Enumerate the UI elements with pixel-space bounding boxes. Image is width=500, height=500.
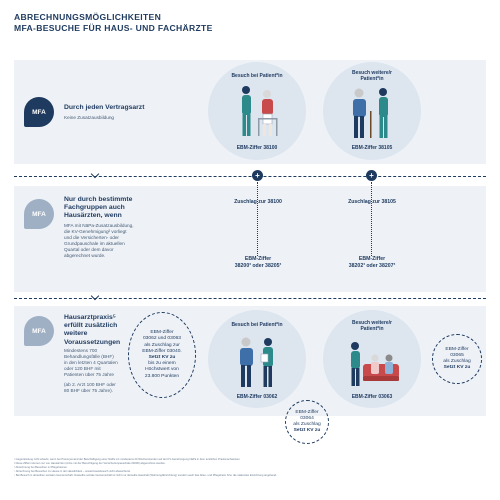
row-3-body-line: 80 BHF über 75 Jahre). xyxy=(64,388,113,393)
row-2-heading-line: Fachgruppen auch xyxy=(64,204,125,212)
row-3-body-line: Behandlungsfälle (BHF) xyxy=(64,354,114,359)
circle-besuch-weitere-patient-03063: Besuch weitere/r Patient*in EBM-Ziffer 0… xyxy=(323,310,421,408)
circle-besuch-weitere-patient: Besuch weitere/r Patient*in EBM-Ziffer 3… xyxy=(323,62,421,160)
circle-title-line-1: Besuch weitere/r xyxy=(351,320,393,326)
title-line-2: MFA-BESUCHE FÜR HAUS- UND FACHÄRZTE xyxy=(14,23,213,33)
circle-code: EBM-Ziffer 03063 xyxy=(351,394,393,400)
circle-code: EBM-Ziffer 03062 xyxy=(236,394,278,400)
row-2-body-line: und die Versicherten- oder xyxy=(64,235,119,240)
divider-dashed xyxy=(14,298,486,299)
divider-dashed xyxy=(14,176,486,177)
mfa-badge: MFA xyxy=(24,97,54,127)
note-oval-03062-03063: EBM-Ziffer 03062 und 03063 als Zuschlag … xyxy=(128,312,196,398)
circle-code: EBM-Ziffer 38100 xyxy=(236,145,278,151)
circle-title: Besuch bei Patient*in xyxy=(231,322,283,328)
mfa-badge-label: MFA xyxy=(32,108,46,116)
row-2-heading-line: Nur durch bestimmte xyxy=(64,196,133,203)
row-2-heading-line: Hausärzten, wenn xyxy=(64,212,122,220)
footnote: ⁵ Bei Besuch in derselben sozialen Gemei… xyxy=(14,474,277,477)
zuschlag-code-line: 38200³ oder 38205³ xyxy=(234,263,282,269)
row-3-body-line: in den letzten 4 Quartalen xyxy=(64,360,118,365)
oval-line: 03062 und 03063 xyxy=(142,336,182,342)
circle-title: Besuch bei Patient*in xyxy=(231,73,283,79)
mfa-badge-label: MFA xyxy=(32,327,46,335)
plus-icon: + xyxy=(366,170,377,181)
oval-line: EBM-Ziffer 03040. xyxy=(142,348,182,354)
row-1-subtitle: Keine Zusatzausbildung xyxy=(64,115,115,120)
row-3-body-line: Mindestens 700 xyxy=(64,348,98,353)
footnote: ⁴ Abrechnung bei Besuchen zu Hause in de… xyxy=(14,470,131,473)
row-2-body-line: Grundpauschale im aktuellen xyxy=(64,241,125,246)
note-oval-03065: EBM-Ziffer 03065 als Zuschlag Setzt KV z… xyxy=(432,334,482,384)
footnotes: ¹ Gegenleistung nicht erlaubt, wenn bei … xyxy=(14,458,486,478)
circle-title-line-2: Patient*in xyxy=(360,76,384,82)
row-3-body: Mindestens 700 Behandlungsfälle (BHF) in… xyxy=(64,348,118,394)
footnote: ² Diese Ziffern können nur von Hausärzte… xyxy=(14,462,166,465)
circle-title-line-2: Patient*in xyxy=(360,326,384,332)
row-1-heading: Durch jeden Vertragsarzt xyxy=(64,104,145,111)
zuschlag-code-line: EBM-Ziffer xyxy=(358,256,386,262)
row-3-heading: Hausarztpraxis⁵ erfüllt zusätzlich weite… xyxy=(64,314,120,347)
oval-line: 03064 xyxy=(300,415,314,421)
footnote: ¹ Gegenleistung nicht erlaubt, wenn bei … xyxy=(14,458,241,461)
oval-line: Höchstwert von xyxy=(145,367,179,373)
circle-title-line-1: Besuch weitere/r xyxy=(351,70,393,76)
row-2-body-line: MFA mit NäPa-Zusatzausbildung, xyxy=(64,223,134,228)
row-3-body-line: Patienten über 75 Jahre xyxy=(64,372,115,377)
oval-line-bold: Setzt KV zu xyxy=(293,428,321,434)
row-3-body-line: (ab 2. Arzt 100 BHF oder xyxy=(64,382,116,387)
circle-code: EBM-Ziffer 38105 xyxy=(351,145,393,151)
row-2-body-line: abgerechnet wurde. xyxy=(64,253,106,258)
row-3-heading-line: erfüllt zusätzlich xyxy=(64,322,118,330)
row-3-heading-line: weitere xyxy=(64,330,88,338)
footnote: ³ Abrechnung bei Besuchen in Pflegeheime… xyxy=(14,466,68,469)
zuschlag-title: Zuschlag zur 38105 xyxy=(348,199,396,205)
oval-line: bis zu einem xyxy=(148,361,176,367)
oval-line: EBM-Ziffer xyxy=(445,346,469,352)
oval-line: als Zuschlag xyxy=(443,359,471,364)
row-3-heading-line: Voraussetzungen xyxy=(64,338,121,346)
mfa-with-elderly-patient-illustration xyxy=(242,86,278,136)
elderly-man-with-mfa-illustration xyxy=(353,88,388,138)
page-title: ABRECHNUNGSMÖGLICHKEITEN MFA-BESUCHE FÜR… xyxy=(14,12,213,34)
mfa-badge: MFA xyxy=(24,316,54,346)
zuschlag-code: EBM-Ziffer 38200³ oder 38205³ xyxy=(218,256,298,270)
connector-line xyxy=(257,182,258,256)
mfa-badge: MFA xyxy=(24,199,54,229)
zuschlag-code: EBM-Ziffer 38202³ oder 38207³ xyxy=(332,256,412,270)
title-line-1: ABRECHNUNGSMÖGLICHKEITEN xyxy=(14,12,162,22)
oval-line: 03065 xyxy=(450,352,464,358)
oval-line: EBM-Ziffer xyxy=(295,409,319,415)
mfa-badge-label: MFA xyxy=(32,210,46,218)
oval-line: als Zuschlag zur xyxy=(144,342,180,348)
oval-line: als Zuschlag xyxy=(293,422,321,427)
row-2-body-line: die KV-Genehmigung² vorliegt xyxy=(64,229,127,234)
note-oval-03064: EBM-Ziffer 03064 als Zuschlag Setzt KV z… xyxy=(285,400,329,444)
row-3-body-line: oder 120 BHF mit xyxy=(64,366,101,371)
row-2-body-line: Quartal oder dem davor xyxy=(64,247,114,252)
connector-line xyxy=(371,182,372,256)
circle-besuch-patient: Besuch bei Patient*in EBM-Ziffer 38100 xyxy=(208,62,306,160)
row-2-body: MFA mit NäPa-Zusatzausbildung, die KV-Ge… xyxy=(64,223,134,259)
mfa-with-elderly-man-illustration xyxy=(240,337,273,387)
oval-line-bold: Setzt KV zu xyxy=(148,355,176,360)
oval-line-bold: Setzt KV zu xyxy=(443,365,471,371)
zuschlag-code-line: EBM-Ziffer xyxy=(244,256,272,262)
zuschlag-title: Zuschlag zur 38100 xyxy=(234,199,282,205)
zuschlag-code-line: 38202³ oder 38207³ xyxy=(348,263,396,269)
row-2-heading: Nur durch bestimmte Fachgruppen auch Hau… xyxy=(64,196,132,221)
row-3-heading-line: Hausarztpraxis⁵ xyxy=(64,314,116,321)
oval-line: 23.800 Punkten xyxy=(144,373,180,379)
circle-besuch-patient-03062: Besuch bei Patient*in EBM-Ziffer 03062 xyxy=(208,310,306,408)
oval-line: EBM-Ziffer xyxy=(150,330,174,336)
row-2-band xyxy=(14,186,486,292)
plus-icon: + xyxy=(252,170,263,181)
patients-on-sofa-illustration xyxy=(351,342,399,386)
